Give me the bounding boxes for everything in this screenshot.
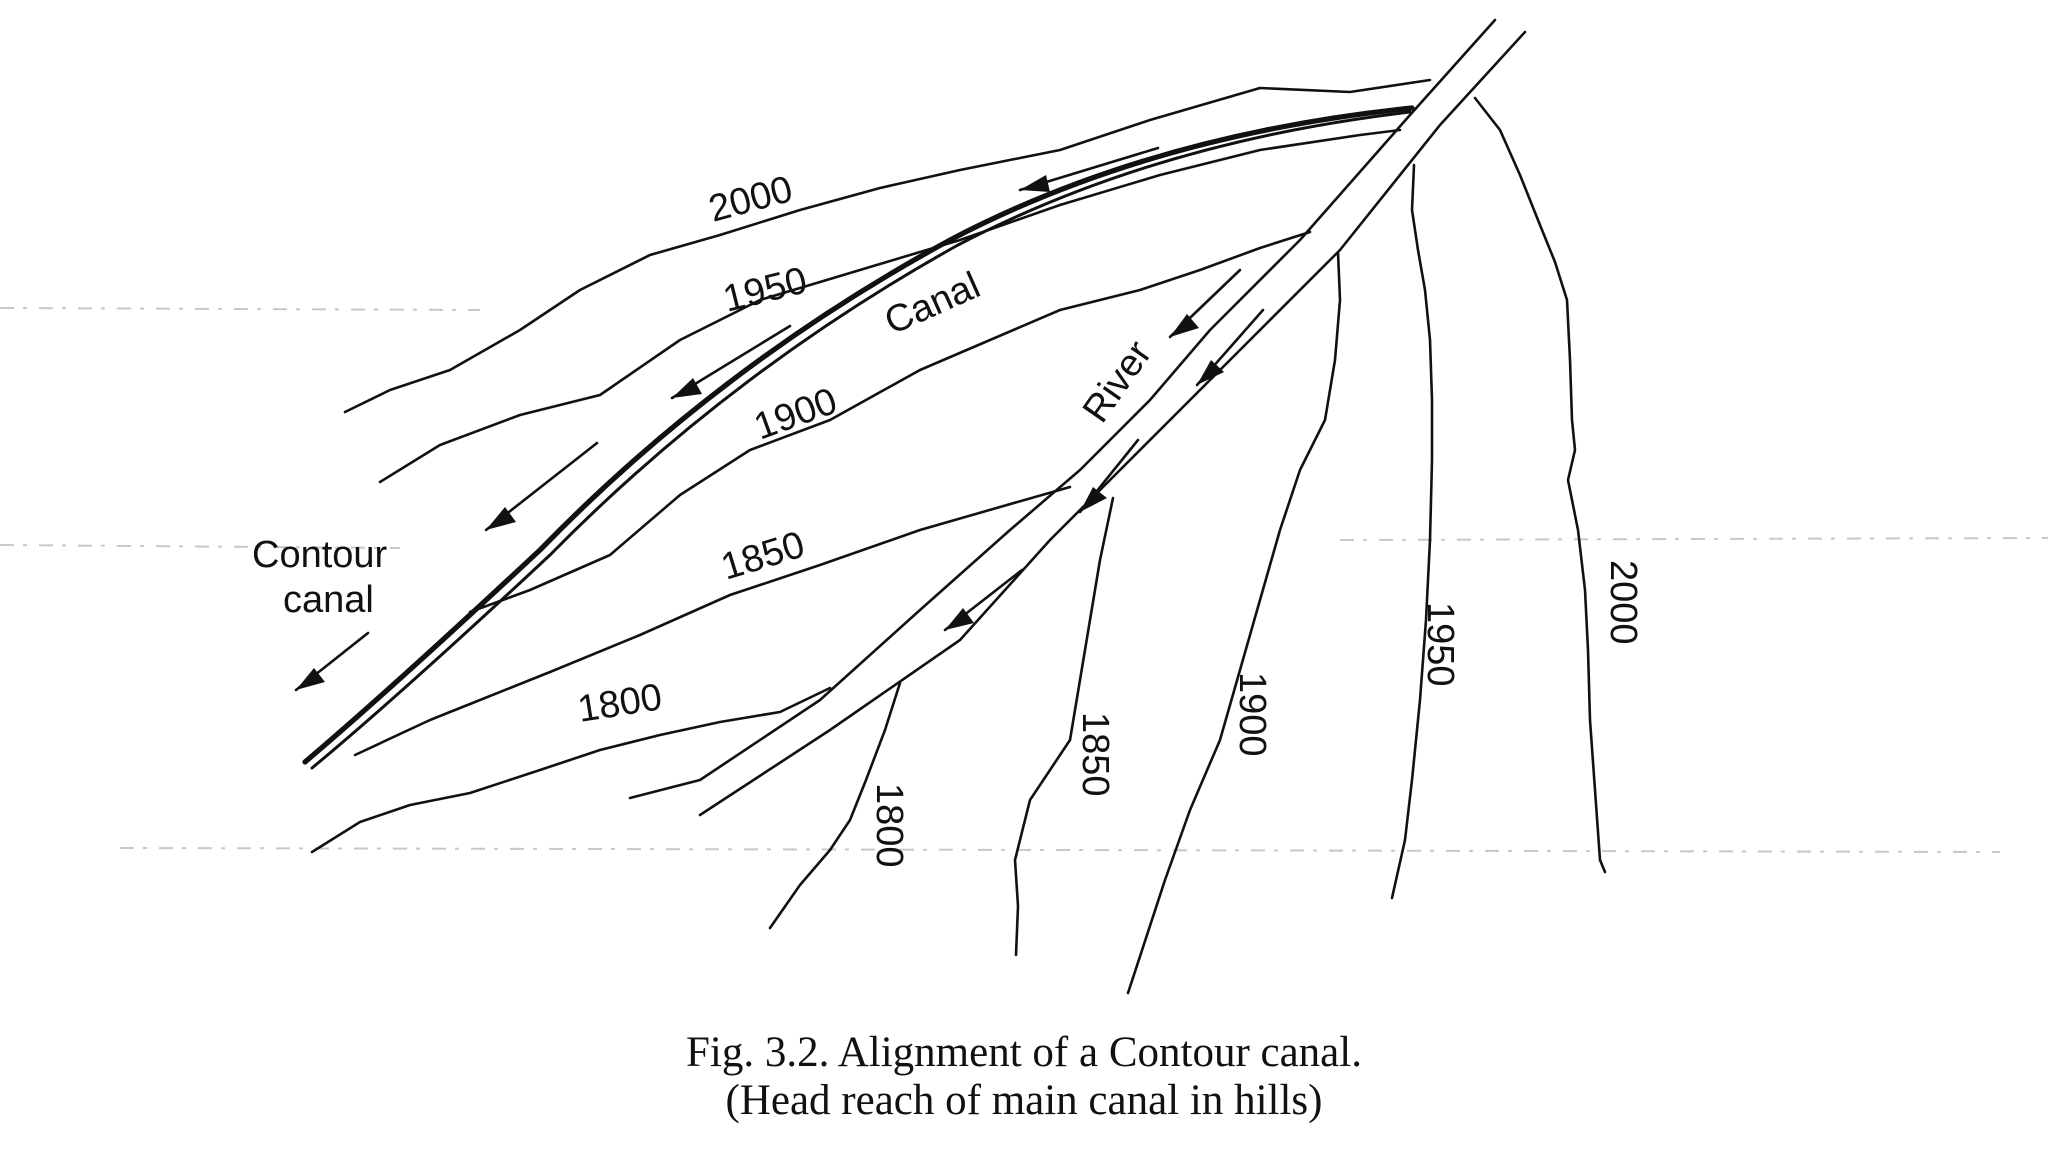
arrow-icon (943, 568, 1024, 632)
canal-line-inner (310, 110, 1412, 770)
scan-noise (0, 307, 2048, 853)
contour-1950-right (1390, 163, 1434, 900)
contour-1800-left (310, 686, 832, 854)
contour-canal-label-line1: Contour (252, 534, 388, 576)
contour-1850-right (1013, 496, 1115, 957)
arrow-icon (670, 324, 792, 400)
contours-left (310, 78, 1432, 854)
figure-subcaption: (Head reach of main canal in hills) (725, 1077, 1323, 1124)
contour-label-1900-left: 1900 (749, 380, 843, 448)
contour-1900-right (1126, 250, 1342, 995)
contour-1950-left (378, 128, 1402, 484)
figure-caption: Fig. 3.2. Alignment of a Contour canal. (686, 1029, 1362, 1076)
arrow-icon (1195, 308, 1265, 387)
contour-1800-right (768, 681, 902, 930)
contour-canal-label-line2: canal (283, 579, 374, 621)
arrow-icon (484, 441, 599, 532)
contour-label-2000-right: 2000 (1602, 560, 1644, 645)
river-flow-arrows (943, 268, 1265, 632)
contours-right (768, 96, 1607, 995)
river-bank-upper (628, 18, 1497, 800)
contour-label-1800-right: 1800 (868, 783, 910, 868)
contour-label-1850-left: 1850 (716, 524, 809, 589)
arrow-icon (294, 631, 370, 692)
contour-label-1950-right: 1950 (1419, 602, 1461, 687)
arrow-icon (1018, 146, 1160, 192)
canal-label: Canal (879, 264, 987, 343)
arrow-icon (1078, 438, 1140, 514)
river (628, 18, 1527, 817)
contour-1900-left (468, 230, 1312, 614)
contour-canal (302, 105, 1415, 770)
river-bank-lower (698, 30, 1527, 817)
canal-line (302, 105, 1415, 765)
arrow-icon (1168, 268, 1242, 339)
contour-2000-right (1473, 96, 1607, 874)
contour-1850-left (353, 485, 1072, 757)
contour-label-1900-right: 1900 (1231, 672, 1273, 757)
contour-label-1850-right: 1850 (1074, 712, 1116, 797)
canal-flow-arrows (294, 146, 1160, 692)
contour-label-1950-left: 1950 (719, 260, 811, 321)
contour-label-2000-left: 2000 (704, 168, 797, 230)
river-label: River (1075, 333, 1160, 430)
labels: Contour canal Canal River 2000 1950 1900… (252, 168, 1644, 867)
contour-label-1800-left: 1800 (575, 676, 665, 731)
contour-2000-left (343, 78, 1432, 414)
